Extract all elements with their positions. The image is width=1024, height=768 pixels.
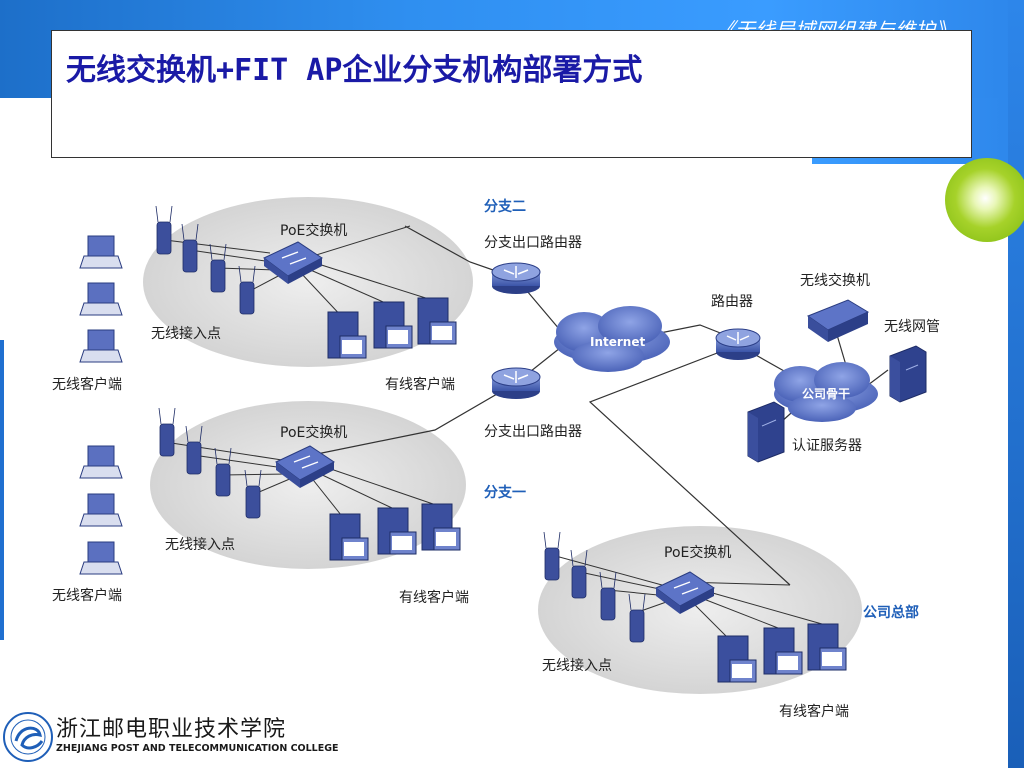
wireless-switch-icon: [806, 299, 870, 342]
left-edge-strip: [0, 340, 4, 640]
branch1-poe-switch-label: PoE交换机: [280, 424, 347, 441]
desktop-icon: [717, 635, 757, 683]
college-logo-icon: [3, 712, 53, 762]
title-box: 无线交换机+FIT AP企业分支机构部署方式: [51, 30, 972, 158]
access-point-icon: [158, 407, 176, 457]
branch1-ap-label: 无线接入点: [165, 536, 235, 553]
branch1-wired-clients: [329, 503, 461, 561]
wireless-mgmt-label: 无线网管: [884, 319, 940, 335]
access-point-icon: [543, 531, 561, 581]
desktop-icon: [421, 503, 461, 551]
backbone-cloud-icon: [774, 362, 878, 422]
laptop-icon: [79, 493, 123, 527]
branch2-ap-label: 无线接入点: [151, 325, 221, 342]
internet-label: Internet: [590, 335, 645, 349]
branch2-wired-clients: [327, 297, 457, 359]
desktop-icon: [417, 297, 457, 345]
access-point-icon: [181, 223, 199, 273]
access-point-icon: [238, 265, 256, 315]
auth-server-label: 认证服务器: [792, 438, 862, 454]
hq-access-points: [543, 531, 646, 643]
hq-wired-clients: [717, 623, 847, 683]
desktop-icon: [329, 513, 369, 561]
branch1-router-label: 分支出口路由器: [484, 424, 582, 440]
hq-poe-switch-label: PoE交换机: [664, 544, 731, 561]
desktop-icon: [763, 627, 803, 675]
college-name-cn: 浙江邮电职业技术学院: [56, 717, 287, 742]
branch2-label: 分支二: [484, 198, 526, 215]
access-point-icon: [628, 593, 646, 643]
desktop-icon: [373, 301, 413, 349]
branch1-router-icon: [491, 367, 541, 399]
branch2-router-label: 分支出口路由器: [484, 235, 582, 251]
branch1-wired-client-label: 有线客户端: [399, 589, 469, 606]
desktop-icon: [807, 623, 847, 671]
laptop-icon: [79, 329, 123, 363]
access-point-icon: [209, 243, 227, 293]
laptop-icon: [79, 235, 123, 269]
core-router-label: 路由器: [711, 294, 753, 310]
access-point-icon: [599, 571, 617, 621]
wireless-switch-label: 无线交换机: [800, 272, 870, 289]
laptop-icon: [79, 445, 123, 479]
branch1-access-points: [158, 407, 262, 519]
hq-wired-client-label: 有线客户端: [779, 703, 849, 720]
access-point-icon: [244, 469, 262, 519]
branch1-label: 分支一: [484, 484, 526, 501]
desktop-icon: [377, 507, 417, 555]
access-point-icon: [155, 205, 173, 255]
hq-ap-label: 无线接入点: [542, 657, 612, 674]
branch2-wireless-clients: [79, 235, 123, 363]
branch2-poe-switch-label: PoE交换机: [280, 222, 347, 239]
internet-cloud-icon: [554, 306, 670, 372]
core-router-icon: [715, 328, 761, 360]
branch2-wireless-client-label: 无线客户端: [52, 376, 122, 393]
laptop-icon: [79, 282, 123, 316]
branch2-wired-client-label: 有线客户端: [385, 376, 455, 393]
branch2-poe-switch: [263, 241, 323, 284]
branch1-wireless-clients: [79, 445, 123, 575]
slide-title: 无线交换机+FIT AP企业分支机构部署方式: [66, 53, 643, 88]
hq-poe-switch: [655, 571, 715, 614]
decorative-green-circle: [945, 158, 1024, 242]
branch2-access-points: [155, 205, 256, 315]
backbone-label: 公司骨干: [802, 387, 850, 401]
branch1-poe-switch: [275, 445, 335, 488]
college-name-en: ZHEJIANG POST AND TELECOMMUNICATION COLL…: [56, 743, 339, 754]
college-logo-area: 浙江邮电职业技术学院 ZHEJIANG POST AND TELECOMMUNI…: [0, 705, 339, 768]
desktop-icon: [327, 311, 367, 359]
access-point-icon: [185, 425, 203, 475]
access-point-icon: [214, 447, 232, 497]
access-point-icon: [570, 549, 588, 599]
wireless-mgmt-server-icon: [889, 345, 927, 403]
branch2-router-icon: [491, 262, 541, 294]
hq-label: 公司总部: [863, 604, 919, 621]
hq-cabling: [551, 554, 823, 641]
auth-server-icon: [747, 401, 785, 463]
laptop-icon: [79, 541, 123, 575]
branch1-wireless-client-label: 无线客户端: [52, 587, 122, 604]
